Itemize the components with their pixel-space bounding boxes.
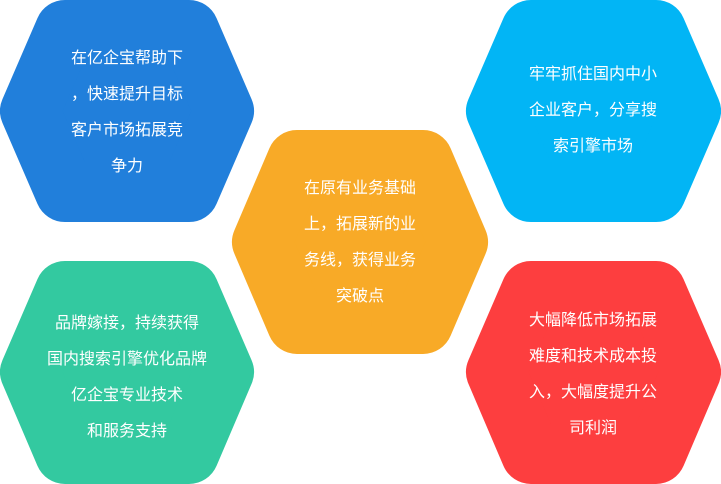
- text-line: 上，拓展新的业: [303, 214, 416, 233]
- text-line: 司利润: [568, 418, 617, 437]
- text-line: 在原有业务基础: [303, 178, 416, 197]
- text-line: 入，大幅度提升公: [528, 382, 657, 401]
- text-line: 国内搜索引擎优化品牌: [46, 349, 207, 368]
- text-line: 突破点: [335, 286, 384, 305]
- top-left-text: 在亿企宝帮助下 ，快速提升目标 客户市场拓展竞 争力: [27, 40, 227, 184]
- text-line: 牢牢抓住国内中小: [528, 64, 657, 83]
- hexagon-top-left: [0, 0, 254, 222]
- text-line: 争力: [110, 156, 143, 175]
- bottom-left-text: 品牌嫁接，持续获得 国内搜索引擎优化品牌 亿企宝专业技术 和服务支持: [17, 305, 237, 449]
- text-line: 索引擎市场: [552, 136, 633, 155]
- top-right-text: 牢牢抓住国内中小 企业客户，分享搜 索引擎市场: [493, 56, 693, 164]
- hexagon-bottom-right: [466, 261, 721, 484]
- hexagon-top-right: [466, 0, 721, 222]
- text-line: 和服务支持: [86, 421, 167, 440]
- text-line: 难度和技术成本投: [528, 346, 657, 365]
- text-line: 客户市场拓展竞: [70, 120, 183, 139]
- text-line: 在亿企宝帮助下: [70, 48, 183, 67]
- text-line: 大幅降低市场拓展: [528, 310, 657, 329]
- text-line: 品牌嫁接，持续获得: [54, 313, 199, 332]
- hexagon-center: [232, 130, 488, 354]
- center-text: 在原有业务基础 上，拓展新的业 务线，获得业务 突破点: [260, 170, 460, 314]
- text-line: 亿企宝专业技术: [70, 385, 183, 404]
- text-line: ，快速提升目标: [70, 84, 183, 103]
- text-line: 企业客户，分享搜: [528, 100, 657, 119]
- hexagon-bottom-left: [0, 261, 254, 484]
- text-line: 务线，获得业务: [303, 250, 416, 269]
- bottom-right-text: 大幅降低市场拓展 难度和技术成本投 入，大幅度提升公 司利润: [493, 302, 693, 446]
